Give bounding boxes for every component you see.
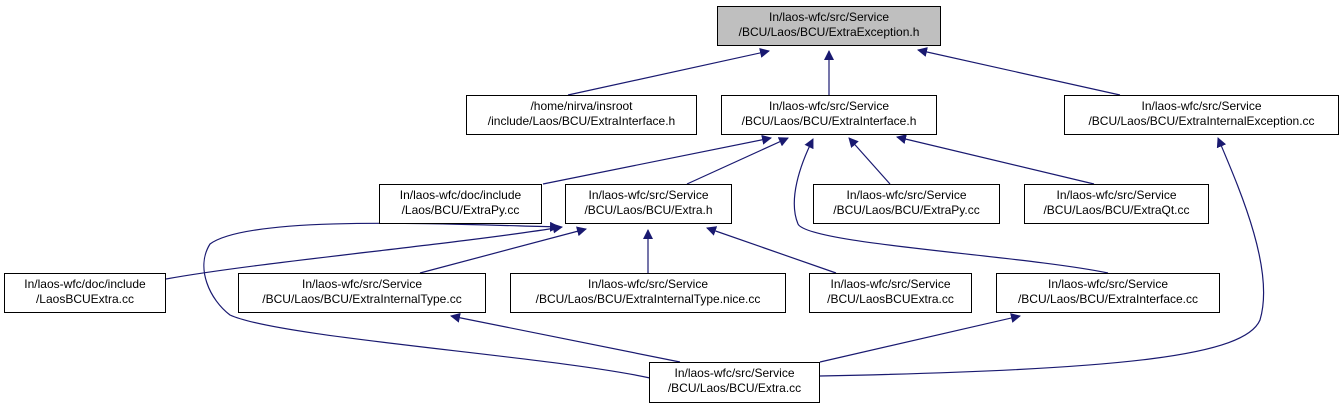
- node-line2: /BCU/Laos/BCU/ExtraInternalType.cc: [262, 292, 462, 306]
- node-line1: /home/nirva/insroot: [530, 99, 633, 113]
- edge-extra-qt-to-interface-h: [896, 134, 1095, 185]
- node-extra-cc[interactable]: In/laos-wfc/src/Service /BCU/Laos/BCU/Ex…: [649, 362, 820, 403]
- node-line2: /BCU/Laos/BCU/Extra.h: [584, 203, 713, 217]
- node-line2: /BCU/LaosBCUExtra.cc: [827, 292, 954, 306]
- node-src-extra-py-cc[interactable]: In/laos-wfc/src/Service /BCU/Laos/BCU/Ex…: [813, 184, 1000, 224]
- node-line2: /BCU/Laos/BCU/ExtraInternalType.nice.cc: [535, 292, 761, 306]
- node-line2: /BCU/Laos/BCU/ExtraException.h: [738, 25, 920, 39]
- node-line1: In/laos-wfc/src/Service: [301, 277, 423, 291]
- node-line1: In/laos-wfc/doc/include: [399, 188, 522, 202]
- edge-extra-cc-from-internal-type-cc: [450, 312, 681, 363]
- edge-extra-cc-from-interface-cc: [819, 313, 1021, 363]
- node-line2: /BCU/Laos/BCU/ExtraInternalException.cc: [1088, 114, 1315, 128]
- node-src-extra-interface-h[interactable]: In/laos-wfc/src/Service /BCU/Laos/BCU/Ex…: [721, 95, 937, 135]
- node-line1: In/laos-wfc/src/Service: [1056, 188, 1177, 202]
- node-line1: In/laos-wfc/src/Service: [846, 188, 967, 202]
- edge-extra-cc-from-internal-exception-cc: [819, 137, 1265, 377]
- edge-src-laos-bcu-extra-to-extra-h: [706, 226, 837, 274]
- edge-doc-laos-bcu-extra-to-extra-h: [165, 223, 563, 280]
- edge-internal-exception-cc-to-exception-h: [917, 47, 1121, 96]
- node-line1: In/laos-wfc/src/Service: [1047, 277, 1169, 291]
- node-line2: /LaosBCUExtra.cc: [35, 292, 135, 306]
- edge-interface-cc-to-interface-h: [793, 138, 1109, 274]
- node-src-laos-bcu-extra-cc[interactable]: In/laos-wfc/src/Service /BCU/LaosBCUExtr…: [809, 273, 972, 313]
- node-line1: In/laos-wfc/src/Service: [1141, 99, 1262, 113]
- node-line2: /BCU/Laos/BCU/ExtraInterface.cc: [1017, 292, 1199, 306]
- node-line1: In/laos-wfc/src/Service: [674, 366, 795, 380]
- node-line1: In/laos-wfc/src/Service: [588, 188, 709, 202]
- node-line2: /Laos/BCU/ExtraPy.cc: [401, 203, 520, 217]
- node-extra-exception-h[interactable]: In/laos-wfc/src/Service /BCU/Laos/BCU/Ex…: [717, 6, 941, 46]
- node-doc-laos-bcu-extra-cc[interactable]: In/laos-wfc/doc/include /LaosBCUExtra.cc: [4, 273, 166, 313]
- node-doc-extra-py-cc[interactable]: In/laos-wfc/doc/include /Laos/BCU/ExtraP…: [379, 184, 542, 224]
- node-line2: /BCU/Laos/BCU/ExtraQt.cc: [1043, 203, 1190, 217]
- node-line2: /BCU/Laos/BCU/ExtraInterface.h: [741, 114, 917, 128]
- node-home-extra-interface-h[interactable]: /home/nirva/insroot /include/Laos/BCU/Ex…: [466, 95, 697, 135]
- node-extra-internal-type-cc[interactable]: In/laos-wfc/src/Service /BCU/Laos/BCU/Ex…: [238, 273, 486, 313]
- node-line2: /BCU/Laos/BCU/Extra.cc: [667, 381, 802, 395]
- node-extra-interface-cc[interactable]: In/laos-wfc/src/Service /BCU/Laos/BCU/Ex…: [996, 273, 1220, 313]
- node-line1: In/laos-wfc/doc/include: [24, 277, 146, 291]
- node-line2: /BCU/Laos/BCU/ExtraPy.cc: [833, 203, 980, 217]
- node-extra-h[interactable]: In/laos-wfc/src/Service /BCU/Laos/BCU/Ex…: [565, 184, 732, 224]
- node-extra-internal-exception-cc[interactable]: In/laos-wfc/src/Service /BCU/Laos/BCU/Ex…: [1064, 95, 1339, 135]
- node-line2: /include/Laos/BCU/ExtraInterface.h: [487, 114, 676, 128]
- edge-internal-type-cc-to-extra-h: [419, 226, 587, 274]
- node-line1: In/laos-wfc/src/Service: [768, 10, 890, 24]
- edge-extra-h-to-interface-h: [686, 137, 789, 185]
- edge-home-interface-h-to-exception-h: [567, 48, 770, 96]
- node-line1: In/laos-wfc/src/Service: [768, 99, 890, 113]
- node-extra-qt-cc[interactable]: In/laos-wfc/src/Service /BCU/Laos/BCU/Ex…: [1024, 184, 1209, 224]
- node-extra-internal-type-nice-cc[interactable]: In/laos-wfc/src/Service /BCU/Laos/BCU/Ex…: [510, 273, 786, 313]
- edge-doc-extra-py-to-interface-h: [542, 134, 772, 185]
- node-line1: In/laos-wfc/src/Service: [830, 277, 951, 291]
- node-line1: In/laos-wfc/src/Service: [587, 277, 709, 291]
- edge-src-extra-py-to-interface-h: [848, 137, 891, 185]
